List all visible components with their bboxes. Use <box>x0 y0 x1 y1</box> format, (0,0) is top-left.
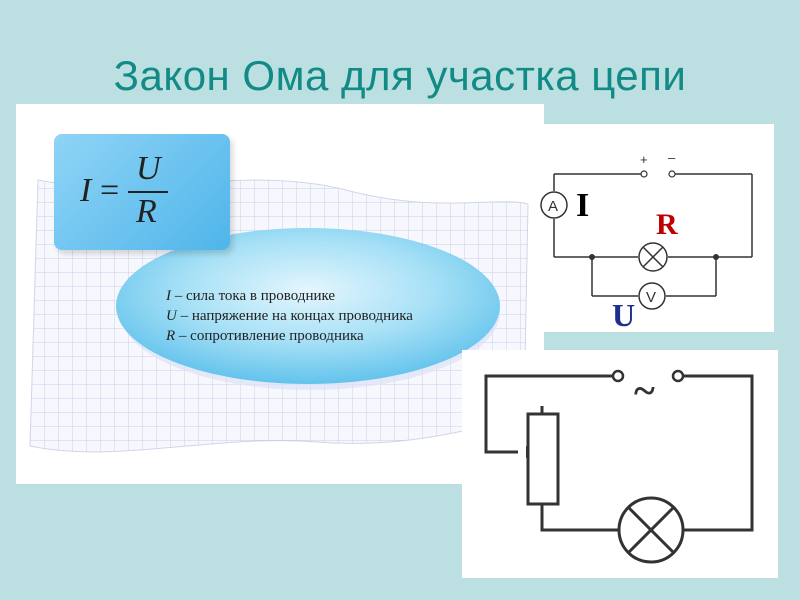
slide-title: Закон Ома для участка цепи <box>113 52 687 99</box>
minus-sign: – <box>668 150 676 165</box>
label-voltage: U <box>612 297 635 332</box>
lamp-icon <box>638 242 668 272</box>
circuit-diagram-rheostat: ~ <box>484 368 754 564</box>
formula-current: I <box>80 172 92 209</box>
legend-row-voltage: U – напряжение на концах проводника <box>166 306 506 326</box>
formula-equals: = <box>100 172 120 209</box>
terminal-right <box>671 369 685 383</box>
explanation-ellipse <box>116 228 500 384</box>
plus-sign: + <box>640 152 648 167</box>
legend-symbol: I <box>166 288 171 304</box>
rheostat-icon <box>526 412 560 506</box>
legend-symbol: R <box>166 328 176 344</box>
terminal-minus <box>668 170 676 178</box>
formula-voltage: U <box>136 150 161 187</box>
legend: I – сила тока в проводнике U – напряжени… <box>166 286 506 346</box>
label-current: I <box>576 187 589 224</box>
ammeter-label: A <box>548 198 558 215</box>
legend-row-resistance: R – сопротивление проводника <box>166 326 506 346</box>
legend-row-current: I – сила тока в проводнике <box>166 286 506 306</box>
voltmeter-icon <box>638 282 666 310</box>
ac-symbol: ~ <box>634 368 655 413</box>
circuit-panel-rheostat: ~ <box>462 350 778 578</box>
formula-resistance: R <box>136 193 157 230</box>
legend-symbol: U <box>166 308 177 324</box>
voltmeter-label: V <box>646 289 656 306</box>
circuit-panel-measurement: + – A V I R U <box>534 124 774 332</box>
lamp-icon <box>617 496 685 564</box>
circuit-diagram-measurement: + – A V I R U <box>540 150 753 332</box>
label-resistance: R <box>656 208 678 241</box>
terminal-plus <box>640 170 648 178</box>
legend-text: – сила тока в проводнике <box>171 288 336 304</box>
ammeter-icon <box>540 191 568 219</box>
terminal-left <box>611 369 625 383</box>
junction-dot <box>713 254 719 260</box>
formula-fraction-bar <box>128 191 168 193</box>
legend-text: – напряжение на концах проводника <box>176 308 413 324</box>
legend-text: – сопротивление проводника <box>175 328 364 344</box>
junction-dot <box>589 254 595 260</box>
